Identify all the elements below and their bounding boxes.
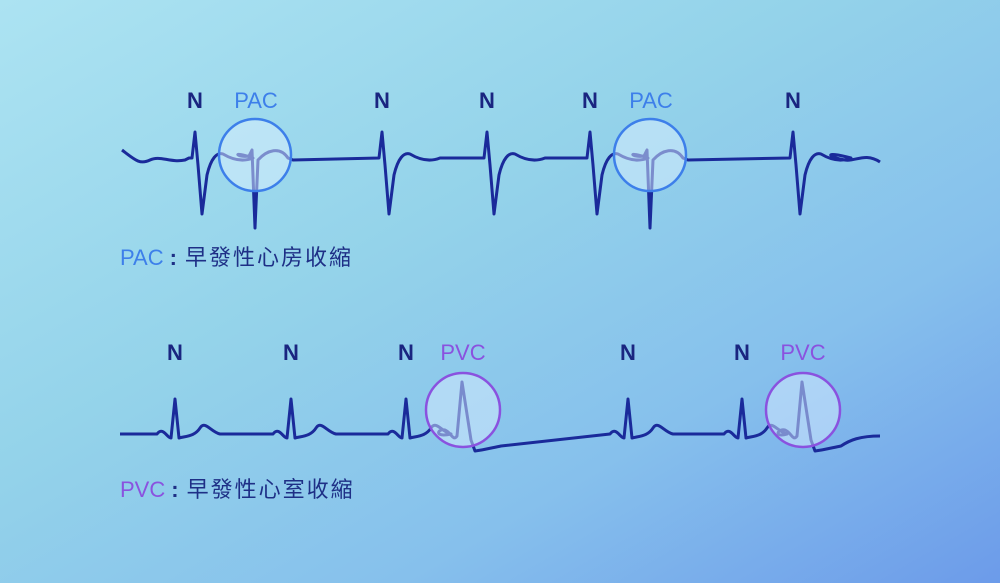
normal-beat-label: N xyxy=(398,340,414,365)
pvc-beat-label: PVC xyxy=(440,340,485,365)
pvc-legend-term: 早發性心室收縮 xyxy=(186,477,355,502)
normal-beat-label: N xyxy=(620,340,636,365)
normal-beat-label: N xyxy=(479,88,495,113)
normal-beat-label: N xyxy=(167,340,183,365)
pac-beat-label: PAC xyxy=(234,88,278,113)
pac-legend-abbr: PAC xyxy=(120,245,164,270)
pvc-legend-abbr: PVC xyxy=(120,477,166,502)
pvc-legend: PVC:早發性心室收縮 xyxy=(120,472,355,504)
pac-legend: PAC:早發性心房收縮 xyxy=(120,240,353,272)
pvc-beat-label: PVC xyxy=(780,340,825,365)
normal-beat-label: N xyxy=(187,88,203,113)
pac-legend-term: 早發性心房收縮 xyxy=(184,245,353,270)
pvc-highlight-circle xyxy=(424,371,502,449)
normal-beat-label: N xyxy=(374,88,390,113)
pac-highlight-circle xyxy=(612,117,688,193)
normal-beat-label: N xyxy=(785,88,801,113)
pac-beat-label: PAC xyxy=(629,88,673,113)
normal-beat-label: N xyxy=(582,88,598,113)
pvc-highlight-circle xyxy=(764,371,842,449)
pac-highlight-circle xyxy=(217,117,293,193)
pvc-legend-colon: : xyxy=(171,477,181,502)
normal-beat-label: N xyxy=(283,340,299,365)
normal-beat-label: N xyxy=(734,340,750,365)
pac-legend-colon: : xyxy=(169,245,179,270)
